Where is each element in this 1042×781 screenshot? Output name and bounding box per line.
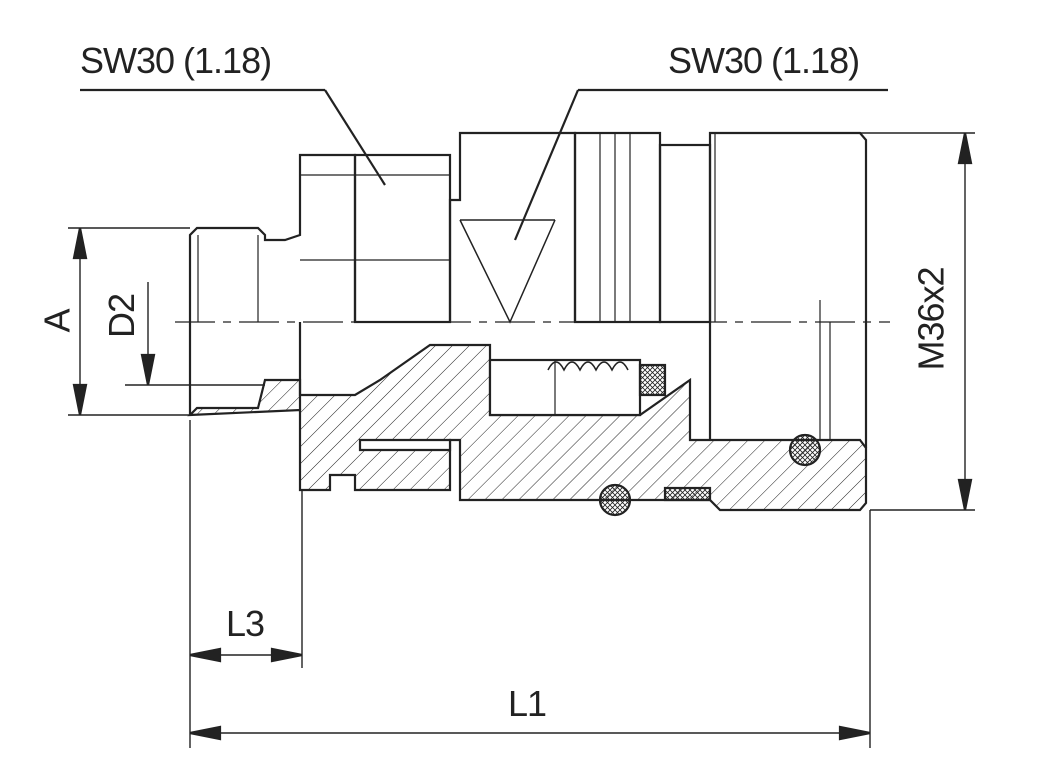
- wrench-size-left-label: SW30 (1.18): [80, 40, 272, 81]
- leader-right: [513, 88, 888, 241]
- wrench-size-right-label: SW30 (1.18): [668, 40, 860, 81]
- dimension-a-label: A: [36, 309, 78, 333]
- dimension-l3-label: L3: [226, 603, 265, 644]
- dimension-l1-label: L1: [508, 683, 547, 724]
- dimension-thread: [860, 132, 975, 511]
- coupling-section-view: [187, 322, 868, 517]
- dimension-d2-label: D2: [101, 293, 143, 339]
- dimension-d2: [125, 282, 265, 386]
- coupling-top-view: [188, 131, 868, 324]
- leader-left: [80, 88, 386, 186]
- dimension-l1: [189, 510, 871, 748]
- dimension-thread-label: M36x2: [910, 267, 952, 371]
- dimension-l3: [189, 420, 303, 748]
- dimension-a: [68, 227, 190, 416]
